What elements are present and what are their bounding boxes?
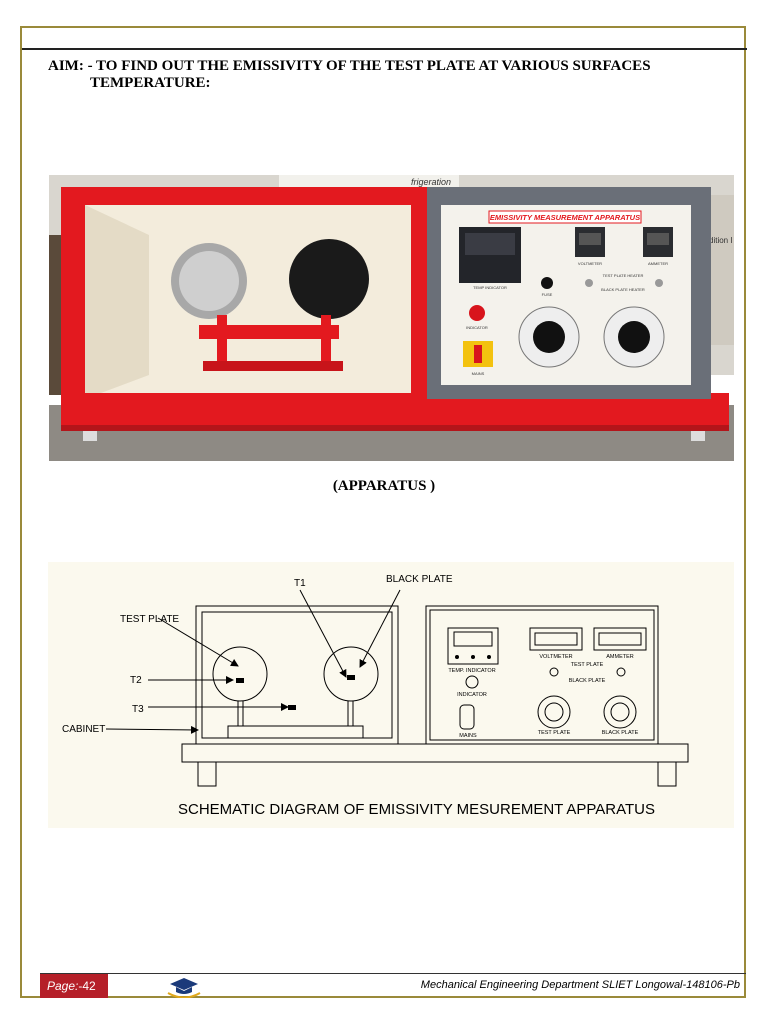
header-rule <box>22 48 747 50</box>
label-test-plate: TEST PLATE <box>120 614 179 625</box>
panel-title: EMISSIVITY MEASUREMENT APPARATUS <box>490 213 640 222</box>
label-cabinet: CABINET <box>62 724 105 735</box>
apparatus-photo: frigeration dition I EMISSIVITY MEASUREM… <box>49 175 734 461</box>
apparatus-caption: (APPARATUS ) <box>332 478 436 494</box>
footer-rule <box>40 973 746 974</box>
schematic-diagram: T1 BLACK PLATE TEST PLATE T2 T3 CABINET … <box>48 562 734 828</box>
label-black-plate-switch: BLACK PLATE <box>569 678 606 684</box>
photo-black-plate-heater-label: BLACK PLATE HEATER <box>601 287 645 292</box>
photo-temp-indicator-label: TEMP INDICATOR <box>473 285 507 290</box>
bg-text-condition: dition I <box>709 236 733 245</box>
photo-indicator-label: INDICATOR <box>466 325 488 330</box>
schematic-title: SCHEMATIC DIAGRAM OF EMISSIVITY MESUREME… <box>178 801 655 818</box>
label-knob-black-plate: BLACK PLATE <box>602 730 639 736</box>
page-number: -42 <box>78 979 96 993</box>
photo-test-plate-heater-label: TEST PLATE HEATER <box>603 273 644 278</box>
label-t3: T3 <box>132 704 144 715</box>
aim-line-1: AIM: - TO FIND OUT THE EMISSIVITY OF THE… <box>48 58 651 74</box>
label-t1: T1 <box>294 578 306 589</box>
graduation-cap-logo-icon <box>167 978 201 998</box>
page-number-badge: Page:-42 <box>40 974 108 998</box>
label-knob-test-plate: TEST PLATE <box>538 730 571 736</box>
label-black-plate: BLACK PLATE <box>386 574 453 585</box>
photo-fuse-label: FUSE <box>542 292 553 297</box>
label-mains: MAINS <box>459 733 477 739</box>
aim-heading: AIM: - TO FIND OUT THE EMISSIVITY OF THE… <box>48 58 728 92</box>
label-ammeter: AMMETER <box>606 654 634 660</box>
label-t2: T2 <box>130 675 142 686</box>
label-voltmeter: VOLTMETER <box>539 654 572 660</box>
page-label: Page: <box>47 979 79 993</box>
photo-voltmeter-label: VOLTMETER <box>578 261 602 266</box>
red-cabinet <box>61 187 729 441</box>
photo-ammeter-label: AMMETER <box>648 261 668 266</box>
page-frame <box>20 26 746 998</box>
aim-line-2: TEMPERATURE: <box>90 75 211 91</box>
label-indicator: INDICATOR <box>457 692 487 698</box>
control-panel: EMISSIVITY MEASUREMENT APPARATUS TEMP IN… <box>427 187 711 399</box>
label-test-plate-switch: TEST PLATE <box>571 662 604 668</box>
label-temp-indicator: TEMP. INDICATOR <box>448 668 495 674</box>
department-name: Mechanical Engineering Department SLIET … <box>420 979 740 991</box>
bg-text-refrigeration: frigeration <box>411 177 451 187</box>
photo-mains-label: MAINS <box>472 371 485 376</box>
